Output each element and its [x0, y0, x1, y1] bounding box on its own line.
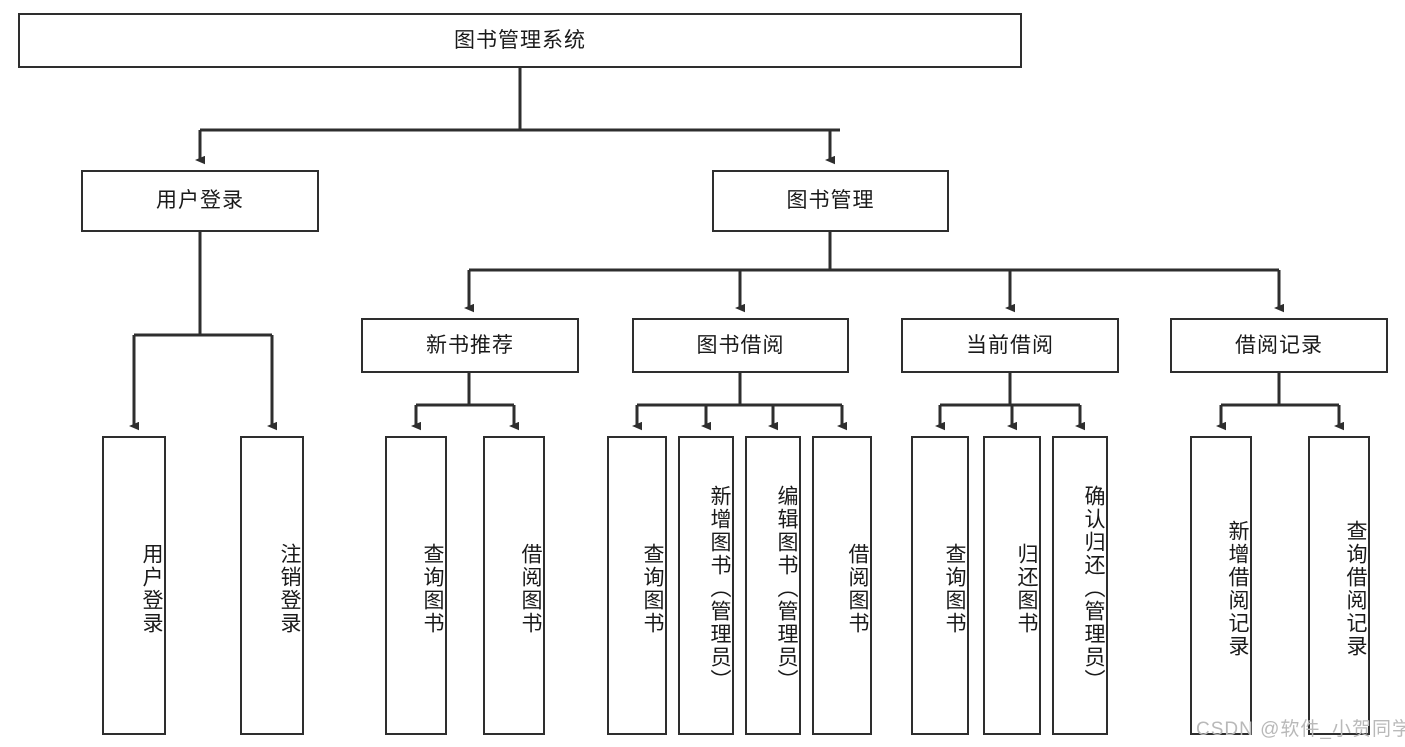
node-user-login[interactable]: 用户登录: [81, 170, 319, 232]
leaf-borrow-book[interactable]: 借阅图书: [812, 436, 872, 735]
leaf-label: 编辑图书（管理员）: [775, 485, 798, 692]
leaf-label: 新增借阅记录: [1226, 519, 1249, 658]
leaf-add-borrow-record[interactable]: 新增借阅记录: [1190, 436, 1252, 735]
leaf-query-borrow-record[interactable]: 查询借阅记录: [1308, 436, 1370, 735]
leaf-query-book-recommend[interactable]: 查询图书: [385, 436, 447, 735]
leaf-label: 归还图书: [1015, 542, 1038, 635]
node-root-label: 图书管理系统: [454, 28, 586, 52]
leaf-add-book-admin[interactable]: 新增图书（管理员）: [678, 436, 734, 735]
leaf-label: 注销登录: [278, 542, 301, 635]
node-current-borrow-label: 当前借阅: [966, 333, 1054, 357]
leaf-query-book-borrow[interactable]: 查询图书: [607, 436, 667, 735]
node-borrow-record-label: 借阅记录: [1235, 333, 1323, 357]
leaf-query-book-current[interactable]: 查询图书: [911, 436, 969, 735]
leaf-logout[interactable]: 注销登录: [240, 436, 304, 735]
leaf-label: 查询图书: [641, 542, 664, 635]
leaf-label: 借阅图书: [846, 542, 869, 635]
node-borrow-record[interactable]: 借阅记录: [1170, 318, 1388, 373]
csdn-watermark: CSDN @软件_小贺同学: [1196, 719, 1405, 740]
node-root[interactable]: 图书管理系统: [18, 13, 1022, 68]
node-new-book-recommend-label: 新书推荐: [426, 333, 514, 357]
leaf-label: 新增图书（管理员）: [708, 485, 731, 692]
node-book-borrow[interactable]: 图书借阅: [632, 318, 849, 373]
leaf-label: 查询借阅记录: [1344, 519, 1367, 658]
node-user-login-label: 用户登录: [156, 189, 244, 213]
leaf-return-book[interactable]: 归还图书: [983, 436, 1041, 735]
node-book-management[interactable]: 图书管理: [712, 170, 949, 232]
leaf-borrow-book-recommend[interactable]: 借阅图书: [483, 436, 545, 735]
node-current-borrow[interactable]: 当前借阅: [901, 318, 1119, 373]
leaf-label: 借阅图书: [519, 542, 542, 635]
leaf-user-login[interactable]: 用户登录: [102, 436, 166, 735]
leaf-label: 用户登录: [140, 542, 163, 635]
node-new-book-recommend[interactable]: 新书推荐: [361, 318, 579, 373]
leaf-label: 确认归还（管理员）: [1082, 485, 1105, 692]
leaf-label: 查询图书: [421, 542, 444, 635]
leaf-confirm-return-admin[interactable]: 确认归还（管理员）: [1052, 436, 1108, 735]
node-book-management-label: 图书管理: [786, 189, 875, 213]
leaf-edit-book-admin[interactable]: 编辑图书（管理员）: [745, 436, 801, 735]
leaf-label: 查询图书: [943, 542, 966, 635]
node-book-borrow-label: 图书借阅: [696, 333, 785, 357]
